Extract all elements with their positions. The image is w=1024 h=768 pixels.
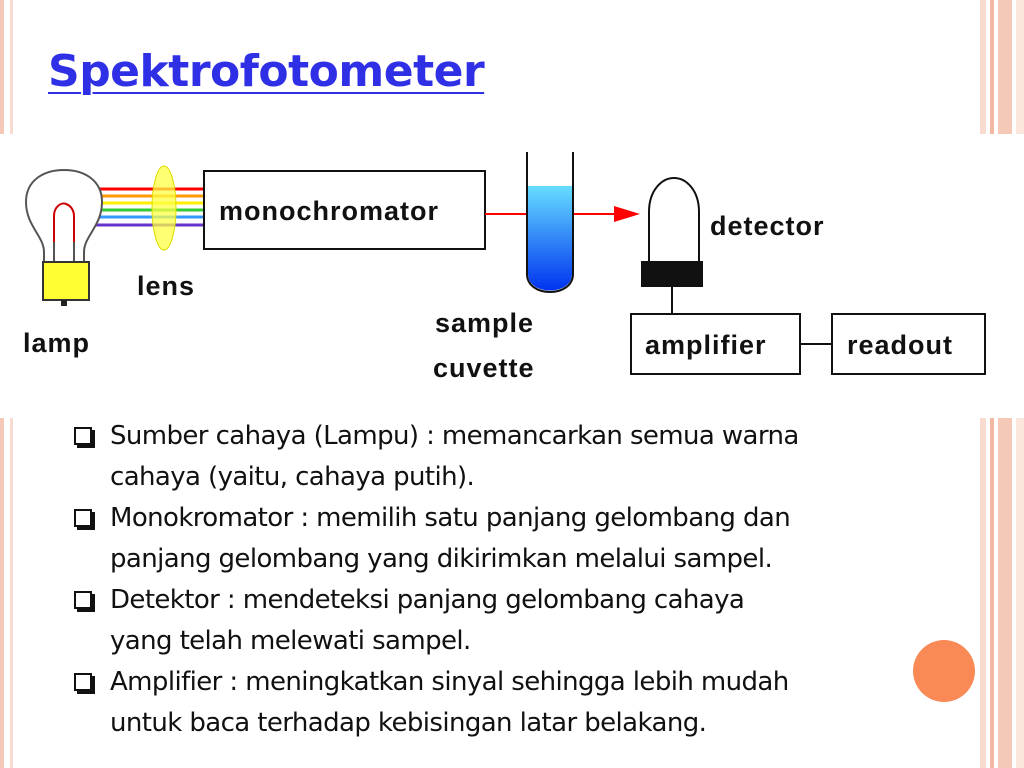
bullet-line-1: Amplifier : meningkatkan sinyal sehingga… (110, 667, 789, 697)
readout-box (831, 313, 986, 375)
spectrum-beam (88, 187, 204, 227)
label-detector: detector (710, 211, 825, 241)
slide-title: Spektrofotometer (48, 46, 485, 97)
label-monochromator: monochromator (219, 196, 439, 226)
lens-icon (151, 165, 177, 251)
bullet-line-2: panjang gelombang yang dikirimkan melalu… (110, 544, 773, 574)
bullet-line-1: Detektor : mendeteksi panjang gelombang … (110, 585, 745, 615)
checkbox-bullet-icon (74, 509, 92, 527)
sample-cuvette-icon (526, 152, 574, 293)
label-sample: sample (435, 308, 534, 338)
label-amplifier: amplifier (645, 330, 767, 360)
checkbox-bullet-icon (74, 427, 92, 445)
spectrophotometer-diagram: monochromator lamp lens sample cuvette d… (0, 134, 1024, 418)
bullet-line-1: Monokromator : memilih satu panjang gelo… (110, 503, 791, 533)
checkbox-bullet-icon (74, 673, 92, 691)
list-item: Monokromator : memilih satu panjang gelo… (72, 498, 912, 580)
bullet-line-2: untuk baca terhadap kebisingan latar bel… (110, 708, 707, 738)
bullet-line-2: cahaya (yaitu, cahaya putih). (110, 462, 475, 492)
diagram-svg: monochromator lamp lens sample cuvette d… (23, 152, 986, 383)
list-item: Sumber cahaya (Lampu) : memancarkan semu… (72, 416, 912, 498)
label-lens: lens (137, 271, 195, 301)
label-lamp: lamp (23, 328, 90, 358)
label-readout: readout (847, 330, 953, 360)
label-cuvette: cuvette (433, 353, 535, 383)
list-item: Amplifier : meningkatkan sinyal sehingga… (72, 662, 912, 744)
monochromator-box (203, 170, 486, 250)
lamp-icon (24, 168, 104, 306)
list-item: Detektor : mendeteksi panjang gelombang … (72, 580, 912, 662)
beam-arrowhead (614, 206, 640, 222)
bullet-list: Sumber cahaya (Lampu) : memancarkan semu… (72, 416, 912, 744)
decorative-circle (913, 640, 975, 702)
checkbox-bullet-icon (74, 591, 92, 609)
bullet-line-2: yang telah melewati sampel. (110, 626, 471, 656)
bullet-line-1: Sumber cahaya (Lampu) : memancarkan semu… (110, 421, 799, 451)
detector-icon (641, 176, 703, 314)
